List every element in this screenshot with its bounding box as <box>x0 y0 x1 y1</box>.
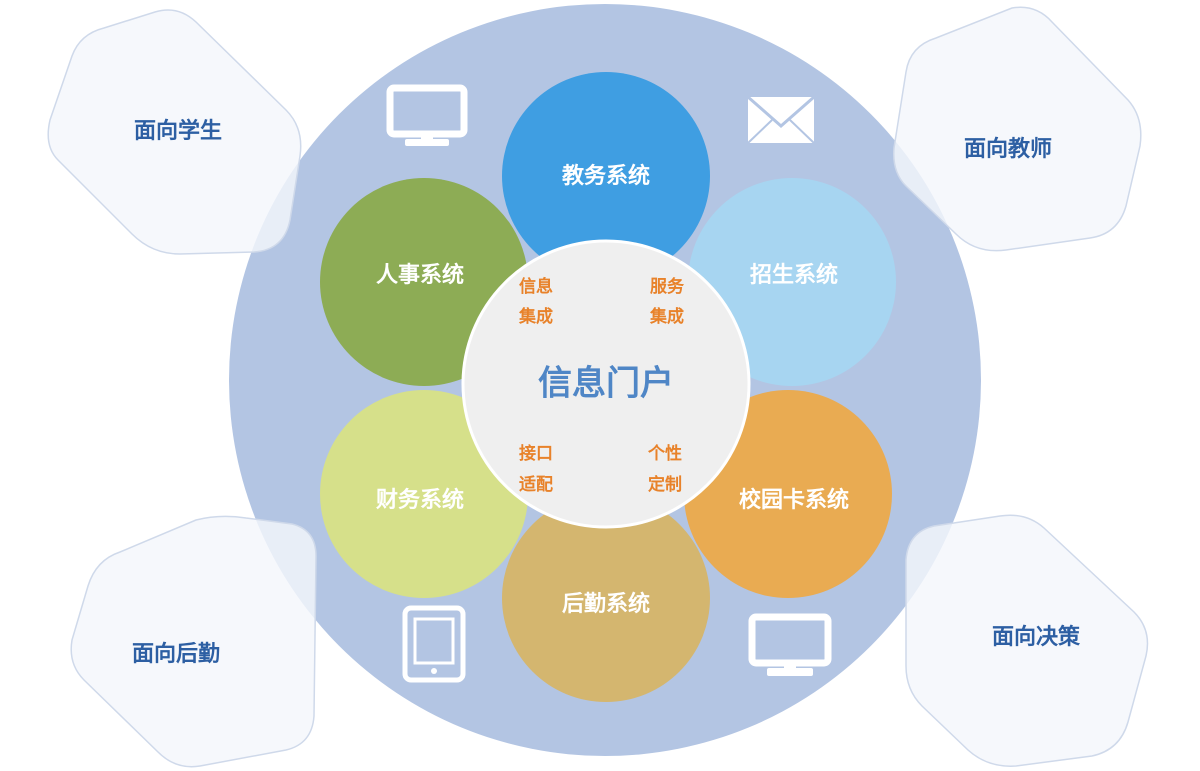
audience-label: 面向后勤 <box>132 641 220 667</box>
system-label: 人事系统 <box>376 262 464 288</box>
feature-label: 定制 <box>648 474 682 495</box>
audience-logistics[interactable]: 面向后勤 <box>70 515 317 768</box>
feature-label: 适配 <box>519 475 553 495</box>
feature-label: 服务 <box>650 276 685 297</box>
feature-label: 个性 <box>647 443 682 464</box>
hub-title: 信息门户 <box>538 364 674 404</box>
feature-label: 集成 <box>518 306 553 327</box>
monitor-icon <box>386 84 468 146</box>
system-jiaowu[interactable]: 教务系统 <box>502 72 710 280</box>
feature-label: 集成 <box>649 306 684 327</box>
system-label: 后勤系统 <box>562 591 650 617</box>
monitor-icon <box>748 613 832 676</box>
audience-label: 面向教师 <box>964 136 1052 162</box>
feature-label: 信息 <box>519 276 553 297</box>
audience-teacher[interactable]: 面向教师 <box>893 6 1142 252</box>
portal-hub[interactable]: 信息门户 信息 集成 服务 集成 接口 适配 个性 定制 <box>461 239 751 529</box>
system-label: 教务系统 <box>562 163 650 189</box>
audience-decision[interactable]: 面向决策 <box>905 514 1149 767</box>
system-houqin[interactable]: 后勤系统 <box>502 494 710 702</box>
tablet-icon <box>402 605 466 683</box>
audience-student[interactable]: 面向学生 <box>47 9 302 255</box>
audience-label: 面向学生 <box>134 118 222 144</box>
envelope-icon <box>747 95 815 144</box>
system-label: 招生系统 <box>750 262 838 288</box>
system-label: 校园卡系统 <box>739 487 849 513</box>
system-label: 财务系统 <box>376 487 464 513</box>
feature-label: 接口 <box>519 443 553 464</box>
audience-label: 面向决策 <box>992 624 1081 650</box>
